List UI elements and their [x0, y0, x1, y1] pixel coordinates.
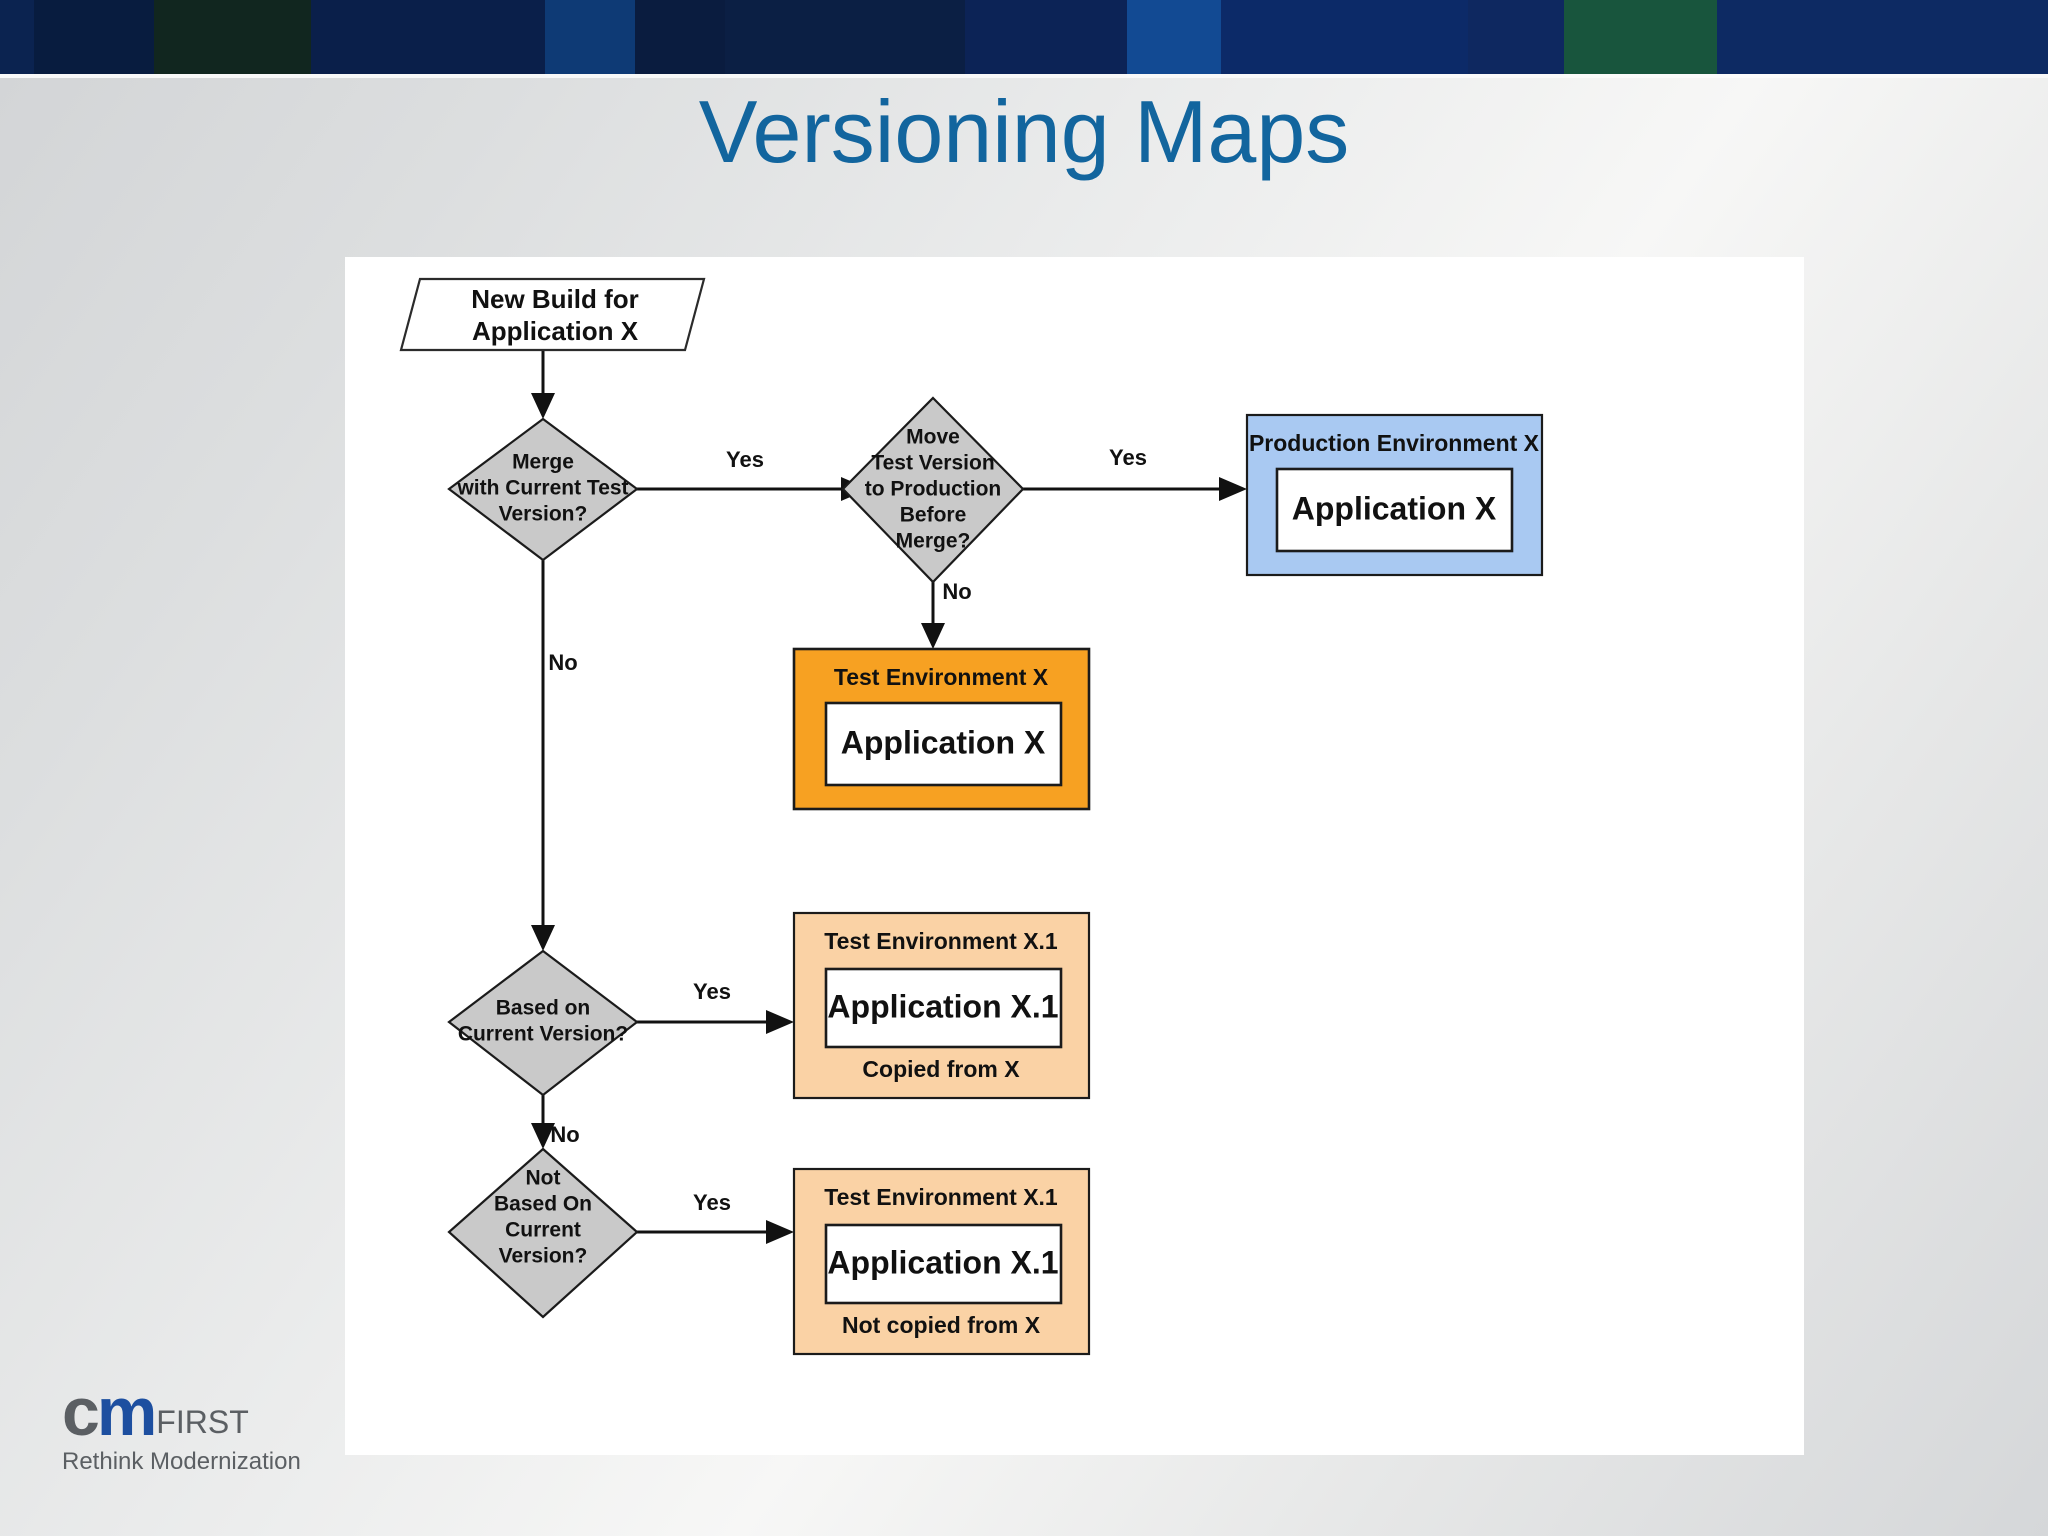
node-new-build-line-1: New Build for [471, 284, 639, 314]
node-test-environment-x1-not-copied[interactable]: Test Environment X.1 Not copied from X A… [792, 1167, 1091, 1356]
edge-newbuild-to-merge [531, 350, 555, 419]
node-notbased-line-2: Based On [494, 1193, 592, 1216]
cm-first-logo: cmFIRST Rethink Modernization [62, 1378, 322, 1488]
node-test-environment-x1-copied[interactable]: Test Environment X.1 Copied from X Appli… [792, 911, 1091, 1100]
logo-first-text: FIRST [156, 1404, 249, 1440]
band-stripe [725, 0, 965, 74]
test-env-x1-notcopied-app: Application X.1 [827, 1244, 1058, 1280]
decorative-top-band [0, 0, 2048, 74]
edge-notbased-to-testenvx1-notcopied: Yes [637, 1190, 794, 1244]
band-stripe [34, 0, 154, 74]
versioning-flowchart: Yes No Yes No [399, 277, 1544, 1356]
test-env-x-app: Application X [841, 724, 1046, 760]
logo-letter-c: c [62, 1374, 100, 1450]
logo-tagline: Rethink Modernization [62, 1448, 301, 1475]
page-title: Versioning Maps [698, 82, 1350, 181]
edge-basedon-to-testenvx1: Yes [637, 979, 794, 1034]
edge-label-no-merge-basedon: No [548, 650, 577, 675]
edge-label-yes-notbased-testenvx1: Yes [693, 1190, 731, 1215]
band-stripe [1717, 0, 2048, 74]
node-basedon-line-2: Current Version? [458, 1023, 628, 1046]
edge-label-yes-merge-move: Yes [726, 447, 764, 472]
test-env-x1-copied-title: Test Environment X.1 [824, 928, 1058, 954]
production-env-app: Application X [1292, 490, 1497, 526]
band-stripe [1564, 0, 1717, 74]
edge-move-to-production: Yes [1023, 445, 1247, 501]
node-notbased-line-4: Version? [499, 1245, 588, 1268]
node-notbased-line-1: Not [526, 1167, 561, 1190]
edge-label-yes-move-production: Yes [1109, 445, 1147, 470]
node-move-line-5: Merge? [896, 530, 971, 553]
node-new-build[interactable]: New Build for Application X [399, 277, 706, 352]
test-env-x-title: Test Environment X [834, 664, 1049, 690]
node-based-on-decision[interactable]: Based on Current Version? [447, 949, 639, 1097]
node-move-line-4: Before [900, 504, 967, 527]
band-stripe [154, 0, 311, 74]
band-stripe [545, 0, 635, 74]
production-env-title: Production Environment X [1249, 430, 1540, 456]
logo-wordmark: cmFIRST [62, 1378, 322, 1446]
node-merge-line-2: with Current Test [456, 477, 628, 500]
node-production-environment-x[interactable]: Production Environment X Application X [1245, 413, 1544, 577]
test-env-x1-notcopied-note: Not copied from X [842, 1312, 1041, 1338]
node-merge-line-3: Version? [499, 503, 588, 526]
node-basedon-line-1: Based on [496, 997, 591, 1020]
node-move-decision[interactable]: Move Test Version to Production Before M… [841, 396, 1025, 584]
band-stripe [1127, 0, 1221, 74]
edge-basedon-to-notbased: No [531, 1095, 580, 1149]
band-stripe [635, 0, 725, 74]
edge-label-yes-basedon-testenvx1: Yes [693, 979, 731, 1004]
edge-merge-to-basedon: No [531, 551, 578, 951]
band-stripe [1468, 0, 1564, 74]
edge-merge-to-move: Yes [637, 447, 869, 501]
node-new-build-line-2: Application X [472, 316, 639, 346]
node-test-environment-x[interactable]: Test Environment X Application X [792, 647, 1091, 811]
diagram-container: Yes No Yes No [345, 257, 1804, 1455]
band-stripe [1221, 0, 1468, 74]
edge-move-to-testenvx: No [921, 579, 972, 649]
test-env-x1-copied-note: Copied from X [862, 1056, 1020, 1082]
node-move-line-1: Move [906, 426, 960, 449]
node-not-based-decision[interactable]: Not Based On Current Version? [447, 1147, 639, 1319]
edge-label-no-basedon-notbased: No [550, 1122, 579, 1147]
node-move-line-3: to Production [865, 478, 1001, 501]
band-stripe [0, 0, 34, 74]
node-notbased-line-3: Current [505, 1219, 581, 1242]
node-merge-decision[interactable]: Merge with Current Test Version? [447, 417, 639, 562]
top-band-highlight-edge [0, 74, 2048, 78]
logo-letter-m: m [96, 1374, 157, 1450]
node-move-line-2: Test Version [871, 452, 994, 475]
node-merge-line-1: Merge [512, 451, 574, 474]
band-stripe [965, 0, 1127, 74]
test-env-x1-copied-app: Application X.1 [827, 988, 1058, 1024]
test-env-x1-notcopied-title: Test Environment X.1 [824, 1184, 1058, 1210]
band-stripe [311, 0, 545, 74]
edge-label-no-move-testenvx: No [942, 579, 971, 604]
